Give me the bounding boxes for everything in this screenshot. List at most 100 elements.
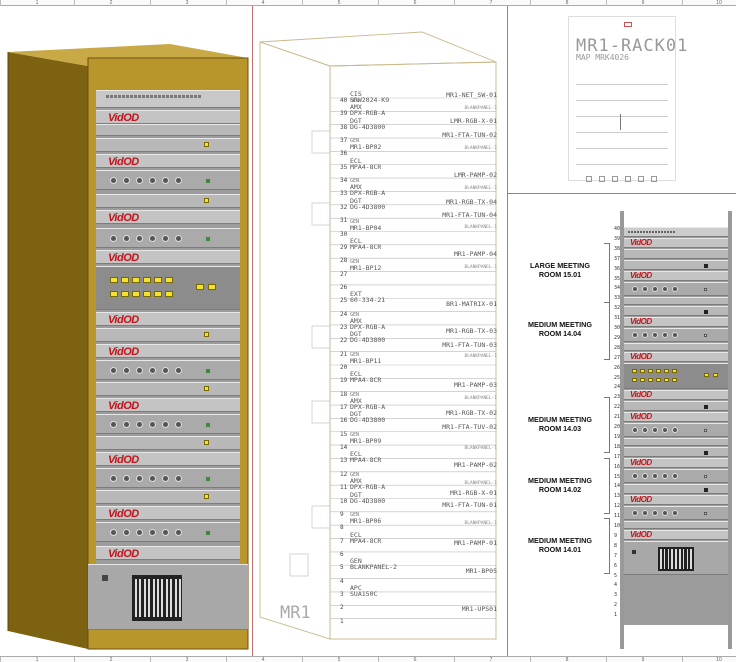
- elev-matrix-btn: [648, 378, 653, 382]
- amp-knob: [175, 421, 182, 428]
- matrix-button: [154, 291, 162, 297]
- matrix-button: [110, 277, 118, 283]
- amp-faceplate: VidOD: [96, 250, 240, 264]
- amp-led: [206, 179, 210, 183]
- unit-number: 23: [340, 323, 348, 331]
- unit-number: 1: [340, 617, 344, 625]
- unit-number: 17: [340, 404, 348, 412]
- map-title: MR1-RACK01: [576, 36, 689, 56]
- amp-knob: [136, 177, 143, 184]
- elev-square: [704, 405, 708, 409]
- vidod-logo: VidOD: [108, 346, 139, 358]
- unit-number: 7: [340, 537, 344, 545]
- amp-faceplate: VidOD: [96, 210, 240, 224]
- elev-port: [649, 231, 651, 233]
- amp-knob: [136, 421, 143, 428]
- device-model: 60-334-21: [350, 296, 386, 305]
- device-label: AMX: [350, 183, 362, 192]
- device-label: ECL: [350, 450, 362, 459]
- vidod-logo: VidOD: [630, 495, 652, 504]
- blank-panel-label: BLANKPANEL-1: [464, 225, 497, 230]
- ruler-number: 10: [716, 0, 722, 6]
- elev-knob: [652, 473, 658, 479]
- elev-knob: [652, 286, 658, 292]
- blank-panel-label: BLANKPANEL-1: [464, 521, 497, 526]
- room-line1: MEDIUM MEETING: [528, 476, 592, 485]
- port-led: [174, 95, 177, 98]
- matrix-button: [143, 277, 151, 283]
- unit-number: 6: [340, 550, 344, 558]
- elev-knob: [652, 332, 658, 338]
- vidod-logo: VidOD: [108, 314, 139, 326]
- elev-faceplate: VidOD: [624, 271, 728, 281]
- device-id: MR1-RGB-TX-02: [446, 409, 497, 417]
- elev-knob: [642, 510, 648, 516]
- blank-panel-label: BLANKPANEL-1: [464, 396, 497, 401]
- device-model: SUA150C: [350, 589, 378, 598]
- panel-box: [311, 130, 331, 154]
- device-label: DGT: [350, 196, 362, 205]
- amp-knob: [123, 529, 130, 536]
- grille-slot: [157, 579, 159, 617]
- status-light: [204, 494, 209, 499]
- device-label: ECL: [350, 156, 362, 165]
- amp-knob: [175, 235, 182, 242]
- blank-panel-label: BLANKPANEL-1: [464, 265, 497, 270]
- room-line2: ROOM 14.02: [538, 485, 582, 494]
- device-model: DPX-RGB-A: [350, 109, 386, 118]
- map-rack-outline: [568, 16, 676, 181]
- elev-unit-number: 22: [614, 404, 621, 411]
- matrix-button: [165, 277, 173, 283]
- room-line1: MEDIUM MEETING: [528, 320, 592, 329]
- elev-led: [704, 512, 707, 515]
- device-id: LMR-PAMP-02: [453, 171, 497, 179]
- room-bracket: [604, 518, 610, 574]
- elev-matrix-btn: [664, 378, 669, 382]
- device-label: MR1-BP04: [350, 223, 382, 232]
- elev-blank: [624, 484, 728, 494]
- gen-label: GEN: [350, 392, 360, 399]
- elev-amp: [624, 423, 728, 437]
- ruler-tick: [530, 657, 531, 662]
- gen-label: GEN: [350, 472, 360, 479]
- amp-led: [206, 423, 210, 427]
- ups-grille: [132, 575, 182, 621]
- room-line2: ROOM 14.01: [538, 545, 582, 554]
- amplifier-unit: [96, 468, 240, 488]
- gen-label: GEN: [350, 311, 360, 318]
- elev-knob: [642, 286, 648, 292]
- map-line: [576, 132, 668, 133]
- device-label: EXT: [350, 290, 362, 299]
- elev-blank: [624, 249, 728, 259]
- room-line1: MEDIUM MEETING: [528, 536, 592, 545]
- amp-knob: [162, 475, 169, 482]
- frame-divider-1: [252, 6, 253, 656]
- elev-led: [704, 288, 707, 291]
- elev-unit-number: 37: [614, 255, 621, 262]
- grille-slot: [174, 579, 177, 617]
- ruler-number: 8: [565, 0, 569, 6]
- amp-knob: [175, 367, 182, 374]
- ruler-tick: [606, 657, 607, 662]
- port-led: [126, 95, 129, 98]
- ruler-number: 5: [337, 0, 341, 6]
- device-model: DG-4D3800: [350, 122, 386, 131]
- ruler-tick: [606, 0, 607, 6]
- matrix-button: [132, 277, 140, 283]
- elev-port: [661, 231, 663, 233]
- elev-square: [704, 451, 708, 455]
- ruler-tick: [530, 0, 531, 6]
- ruler-tick: [682, 657, 683, 662]
- blank-panel-label: BLANKPANEL-1: [464, 146, 497, 151]
- elev-unit-number: 21: [614, 414, 621, 421]
- elev-led: [704, 334, 707, 337]
- amp-knob: [175, 177, 182, 184]
- device-label: ECL: [350, 530, 362, 539]
- vidod-logo: VidOD: [108, 454, 139, 466]
- amplifier-unit: [96, 522, 240, 542]
- elev-matrix-btn: [656, 369, 661, 373]
- elev-knob: [662, 332, 668, 338]
- port-led: [122, 95, 125, 98]
- vidod-logo: VidOD: [630, 352, 652, 361]
